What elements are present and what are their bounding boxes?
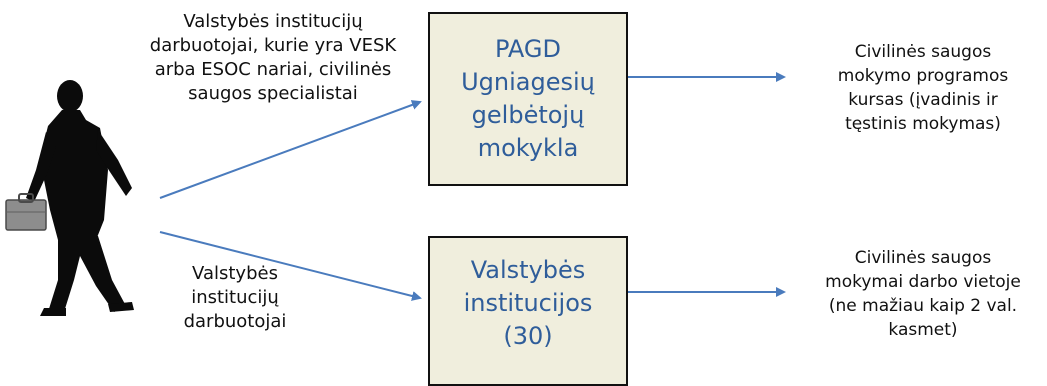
- bottom-outcome-line: kasmet): [888, 320, 958, 340]
- top-outcome-line: mokymo programos: [837, 66, 1009, 86]
- top-outcome-line: kursas (įvadinis ir: [848, 90, 998, 110]
- arrow-person-to-top-box: [159, 100, 422, 199]
- briefcase-icon: [5, 193, 47, 231]
- top-group-line: Valstybės institucijų: [183, 11, 363, 32]
- person-head: [57, 80, 83, 112]
- person-legs: [48, 236, 126, 312]
- bottom-box-line: institucijos: [463, 289, 593, 317]
- bottom-box-line: (30): [503, 322, 553, 350]
- bottom-box-line: Valstybės: [470, 256, 586, 284]
- bottom-outcome-line: mokymai darbo vietoje: [825, 272, 1021, 292]
- bottom-outcome-label: Civilinės saugos mokymai darbo vietoje (…: [812, 246, 1034, 342]
- bottom-outcome-line: (ne mažiau kaip 2 val.: [828, 296, 1018, 316]
- person-shoes: [40, 302, 134, 316]
- bottom-group-line: Valstybės: [192, 263, 278, 284]
- training-flow-diagram: Valstybės institucijų darbuotojai, kurie…: [5, 10, 1034, 386]
- bottom-group-line: institucijų: [191, 287, 279, 308]
- top-group-line: saugos specialistai: [188, 83, 358, 104]
- top-box-line: gelbėtojų: [471, 101, 585, 129]
- bottom-group-label: Valstybės institucijų darbuotojai: [160, 262, 310, 334]
- person-icon: [5, 80, 134, 316]
- top-box-line: mokykla: [477, 134, 579, 162]
- top-group-line: darbuotojai, kurie yra VESK: [149, 35, 397, 56]
- arrow-person-to-bottom-box: [159, 231, 422, 301]
- top-outcome-line: tęstinis mokymas): [845, 114, 1001, 134]
- person-arm-left: [26, 132, 56, 202]
- person-torso: [42, 110, 108, 240]
- person-arm-right: [96, 130, 132, 196]
- top-group-label: Valstybės institucijų darbuotojai, kurie…: [118, 10, 428, 106]
- connectors: [159, 72, 786, 301]
- top-group-line: arba ESOC nariai, civilinės: [154, 59, 392, 80]
- top-outcome-label: Civilinės saugos mokymo programos kursas…: [812, 40, 1034, 136]
- top-box-pagd-school: PAGD Ugniagesių gelbėtojų mokykla: [428, 12, 628, 186]
- top-box-line: Ugniagesių: [461, 68, 595, 96]
- bottom-box-state-institutions: Valstybės institucijos (30): [428, 236, 628, 386]
- top-box-line: PAGD: [494, 35, 561, 63]
- bottom-group-line: darbuotojai: [183, 311, 287, 332]
- top-outcome-line: Civilinės saugos: [854, 42, 992, 62]
- bottom-outcome-line: Civilinės saugos: [854, 248, 992, 268]
